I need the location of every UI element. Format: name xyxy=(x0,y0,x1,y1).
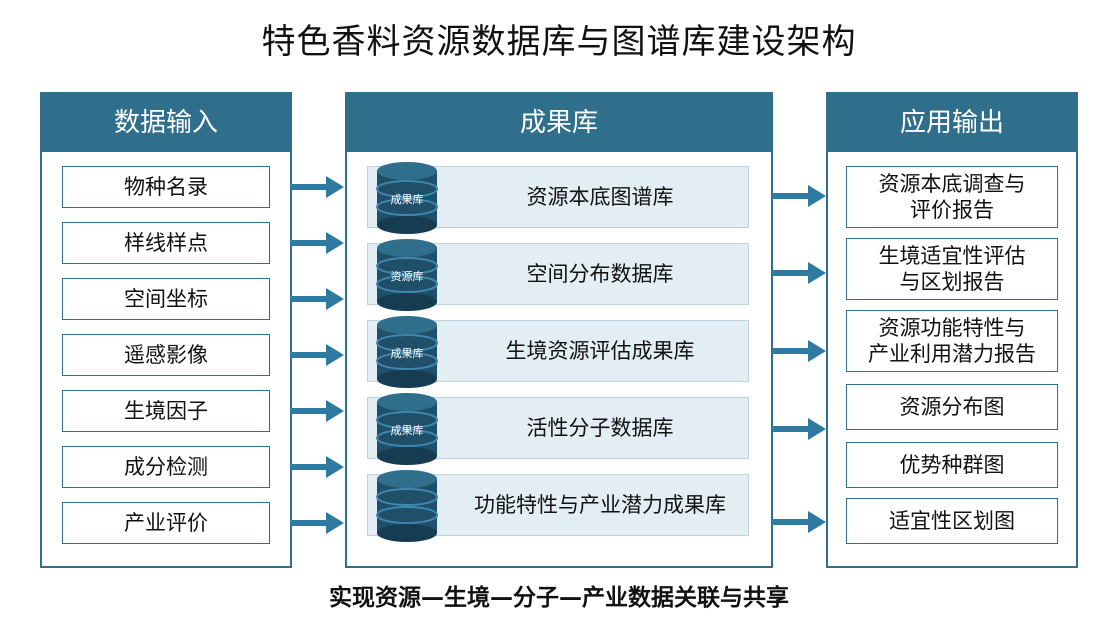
output-item-line: 资源分布图 xyxy=(899,395,1005,419)
input-item: 样线样点 xyxy=(62,222,270,264)
arrow-right-icon xyxy=(290,288,344,310)
result-db-row: 成果库 活性分子数据库 xyxy=(367,393,749,465)
data-input-panel: 数据输入 物种名录 样线样点 空间坐标 遥感影像 生境因子 成分检测 产业评价 xyxy=(40,92,292,568)
output-item-line: 评价报告 xyxy=(910,198,994,222)
footer-caption: 实现资源—生境—分子—产业数据关联与共享 xyxy=(329,585,789,611)
result-db-label: 功能特性与产业潜力成果库 xyxy=(474,493,726,517)
database-icon xyxy=(376,393,438,465)
arrow-right-icon xyxy=(772,418,826,440)
output-item-line: 与区划报告 xyxy=(899,270,1005,294)
output-item-line: 资源功能特性与 xyxy=(878,316,1026,340)
database-icon xyxy=(376,239,438,311)
input-item: 物种名录 xyxy=(62,166,270,208)
output-item: 资源分布图 xyxy=(846,384,1058,430)
input-item: 成分检测 xyxy=(62,446,270,488)
arrow-right-icon xyxy=(290,176,344,198)
database-icon xyxy=(376,470,438,542)
result-db-row: 成果库 资源本底图谱库 xyxy=(367,162,749,234)
app-output-panel: 应用输出 资源本底调查与评价报告 生境适宜性评估与区划报告 资源功能特性与产业利… xyxy=(826,92,1078,568)
input-item: 遥感影像 xyxy=(62,334,270,376)
database-icon-label: 成果库 xyxy=(390,347,424,360)
output-item: 适宜性区划图 xyxy=(846,498,1058,544)
result-db-row: 成果库 生境资源评估成果库 xyxy=(367,316,749,388)
result-db-row: 资源库 空间分布数据库 xyxy=(367,239,749,311)
arrow-right-icon xyxy=(772,340,826,362)
database-icon xyxy=(376,162,438,234)
input-item: 生境因子 xyxy=(62,390,270,432)
input-item: 产业评价 xyxy=(62,502,270,544)
output-item-line: 产业利用潜力报告 xyxy=(868,342,1036,366)
result-db-header: 成果库 xyxy=(347,94,771,152)
output-item-line: 资源本底调查与 xyxy=(878,172,1026,196)
arrow-right-icon xyxy=(290,400,344,422)
output-item: 优势种群图 xyxy=(846,442,1058,488)
output-item: 生境适宜性评估与区划报告 xyxy=(846,238,1058,300)
input-item: 空间坐标 xyxy=(62,278,270,320)
data-input-header: 数据输入 xyxy=(42,94,290,152)
arrow-right-icon xyxy=(772,185,826,207)
output-item: 资源本底调查与评价报告 xyxy=(846,166,1058,228)
arrow-right-icon xyxy=(772,511,826,533)
database-icon-label: 成果库 xyxy=(390,193,424,206)
result-db-label: 空间分布数据库 xyxy=(526,262,674,286)
arrow-right-icon xyxy=(772,262,826,284)
output-item-line: 适宜性区划图 xyxy=(889,509,1015,533)
output-item-line: 生境适宜性评估 xyxy=(878,244,1026,268)
result-db-panel: 成果库 成果库 资源本底图谱库 资源库 空间分布数据库 xyxy=(345,92,773,568)
database-icon-label: 资源库 xyxy=(390,270,424,283)
output-item-line: 优势种群图 xyxy=(899,453,1005,477)
result-db-label: 资源本底图谱库 xyxy=(526,185,674,209)
app-output-header: 应用输出 xyxy=(828,94,1076,152)
result-db-row: 功能特性与产业潜力成果库 xyxy=(367,470,749,542)
arrow-right-icon xyxy=(290,232,344,254)
database-icon xyxy=(376,316,438,388)
result-db-label: 生境资源评估成果库 xyxy=(505,339,695,363)
arrow-right-icon xyxy=(290,344,344,366)
arrow-right-icon xyxy=(290,456,344,478)
page-title: 特色香料资源数据库与图谱库建设架构 xyxy=(261,22,857,62)
arrow-right-icon xyxy=(290,512,344,534)
database-icon-label: 成果库 xyxy=(390,424,424,437)
output-item: 资源功能特性与产业利用潜力报告 xyxy=(846,310,1058,372)
result-db-label: 活性分子数据库 xyxy=(526,416,674,440)
